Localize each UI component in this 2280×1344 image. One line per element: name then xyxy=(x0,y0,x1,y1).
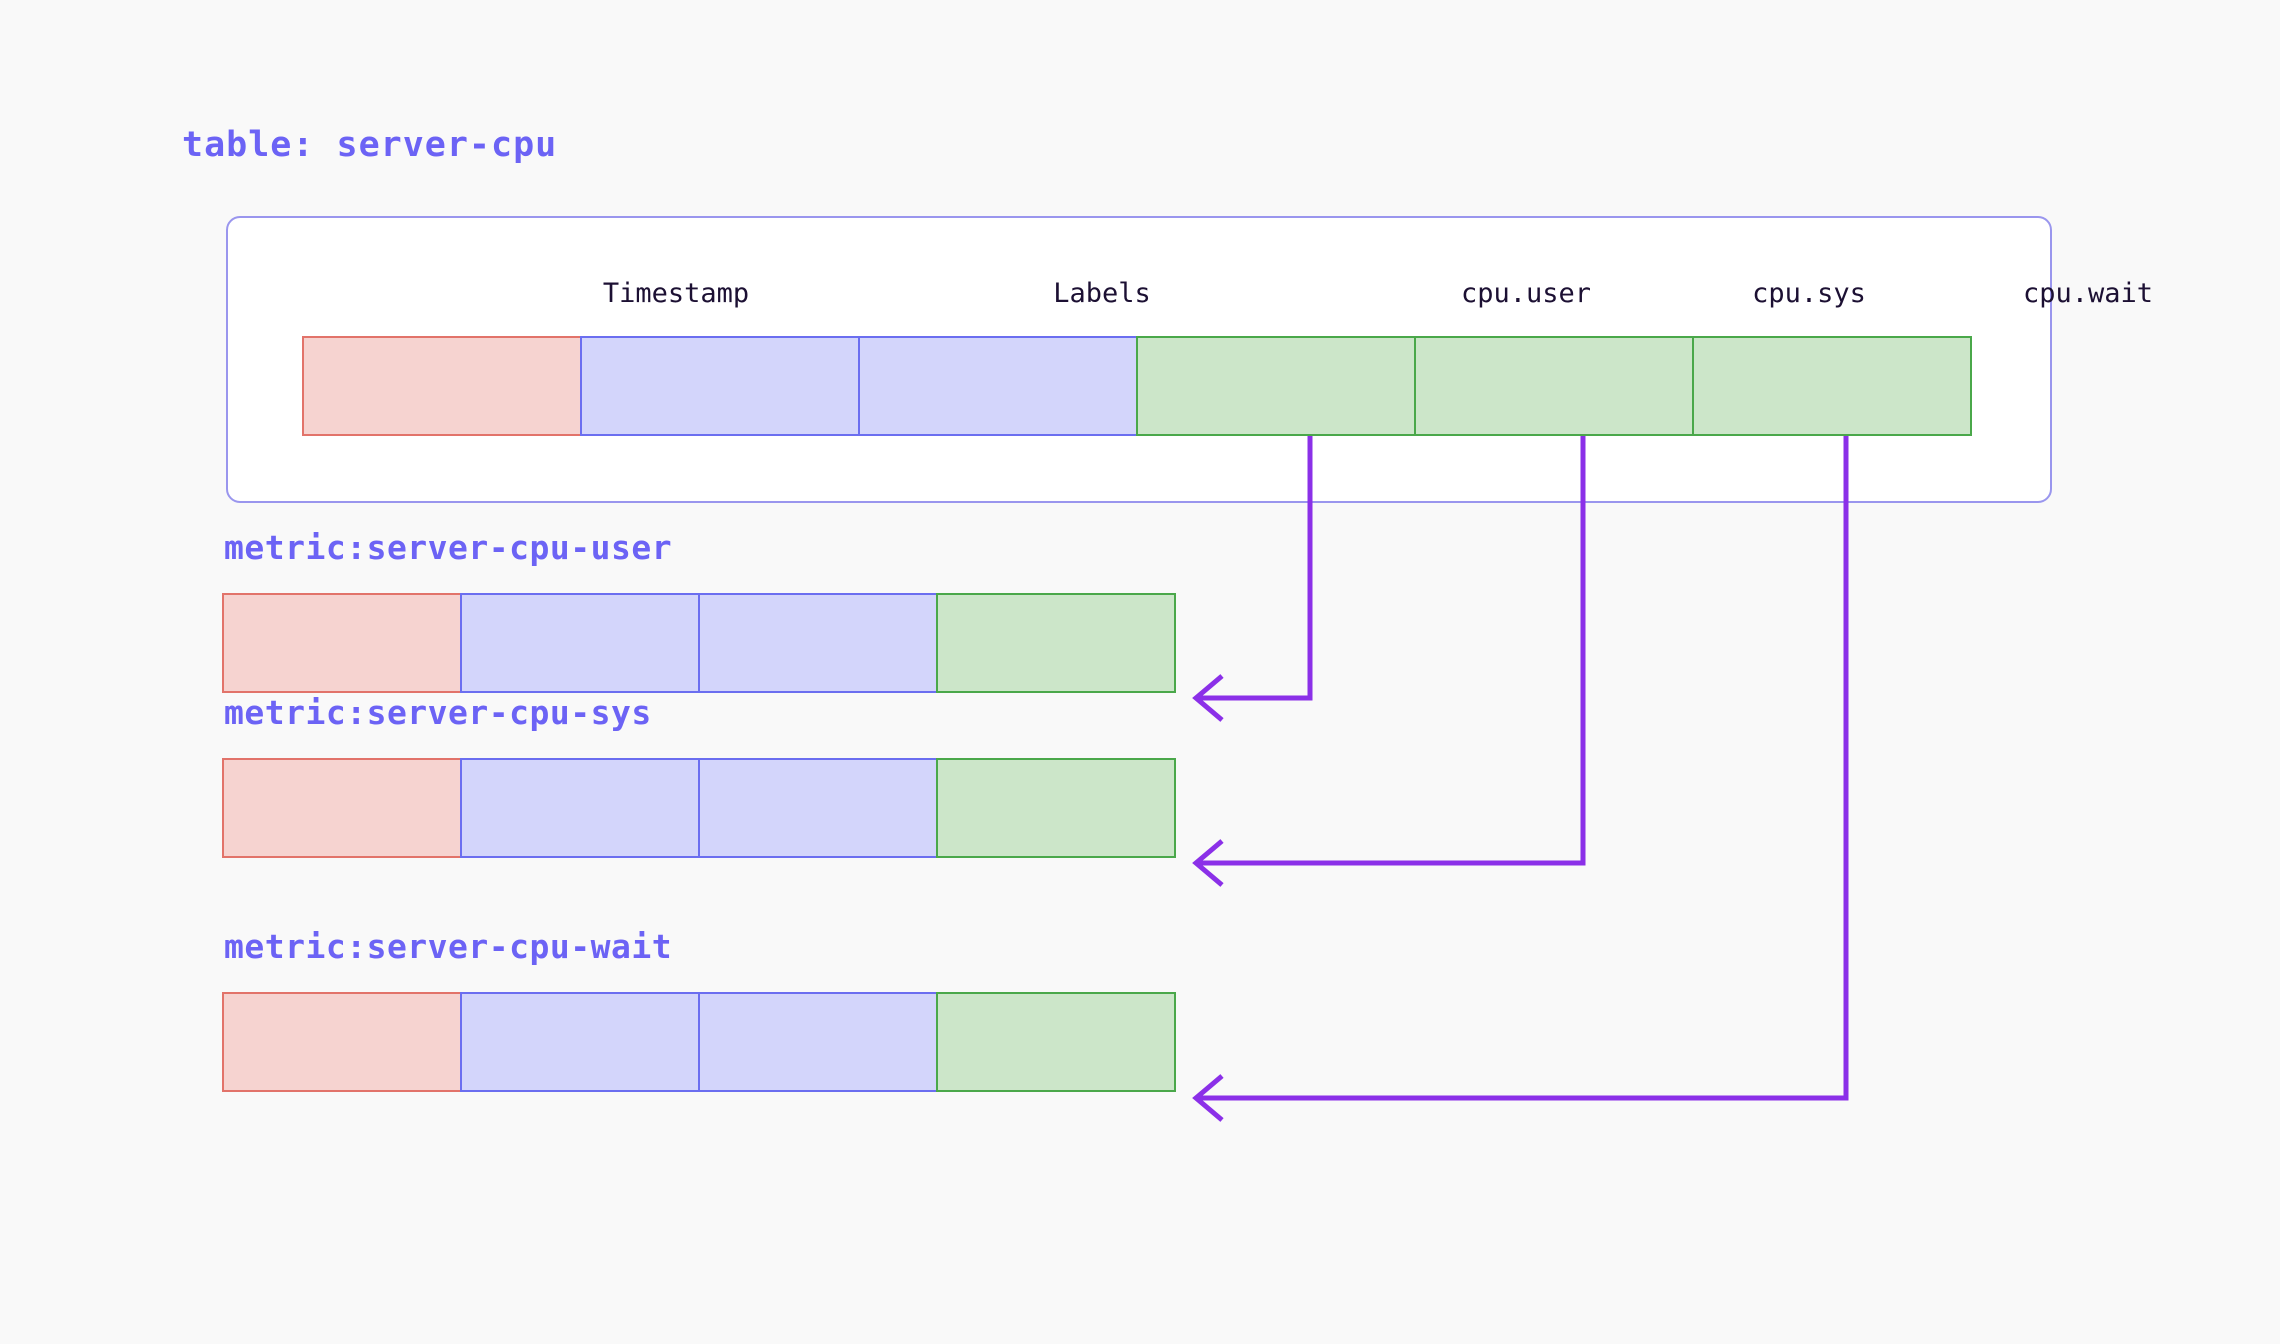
metric-cell-labels xyxy=(698,758,938,858)
metric-title: metric:server-cpu-wait xyxy=(224,927,673,966)
column-header-cpu-sys: cpu.sys xyxy=(1752,278,1866,309)
arrowhead-icon xyxy=(1192,839,1224,887)
metric-cell-value xyxy=(936,593,1176,693)
connector-line xyxy=(1196,436,1849,1101)
metric-cell-timestamp xyxy=(222,992,462,1092)
metric-cell-value xyxy=(936,992,1176,1092)
metric-title: metric:server-cpu-user xyxy=(224,528,673,567)
arrowhead-icon xyxy=(1192,674,1224,722)
arrowhead-icon xyxy=(1192,1074,1224,1122)
metric-row xyxy=(222,593,1176,693)
metric-cell-labels xyxy=(698,992,938,1092)
metric-cell-labels xyxy=(698,593,938,693)
table-cell-value xyxy=(1414,336,1694,436)
metric-row xyxy=(222,992,1176,1092)
column-header-cpu-user: cpu.user xyxy=(1460,278,1592,309)
metric-cell-timestamp xyxy=(222,758,462,858)
metric-block: metric:server-cpu-user xyxy=(222,528,1176,693)
table-title: table: server-cpu xyxy=(182,125,558,165)
metric-row xyxy=(222,758,1176,858)
metric-title: metric:server-cpu-sys xyxy=(224,693,652,732)
metric-block: metric:server-cpu-sys xyxy=(222,693,1176,858)
table-cell-value xyxy=(1692,336,1972,436)
table-column-headers: Timestamp Labels cpu.user cpu.sys cpu.wait xyxy=(226,278,2153,318)
metric-block: metric:server-cpu-wait xyxy=(222,927,1176,1092)
table-cell-labels xyxy=(580,336,860,436)
metric-cell-value xyxy=(936,758,1176,858)
table-data-row xyxy=(302,336,1972,436)
metric-cell-labels xyxy=(460,758,700,858)
column-header-cpu-wait: cpu.wait xyxy=(2022,278,2154,309)
column-header-Timestamp: Timestamp xyxy=(602,278,750,309)
table-cell-labels xyxy=(858,336,1138,436)
metric-cell-labels xyxy=(460,593,700,693)
table-cell-value xyxy=(1136,336,1416,436)
table-cell-timestamp xyxy=(302,336,582,436)
column-header-Labels: Labels xyxy=(1053,278,1151,309)
metric-cell-labels xyxy=(460,992,700,1092)
metric-cell-timestamp xyxy=(222,593,462,693)
